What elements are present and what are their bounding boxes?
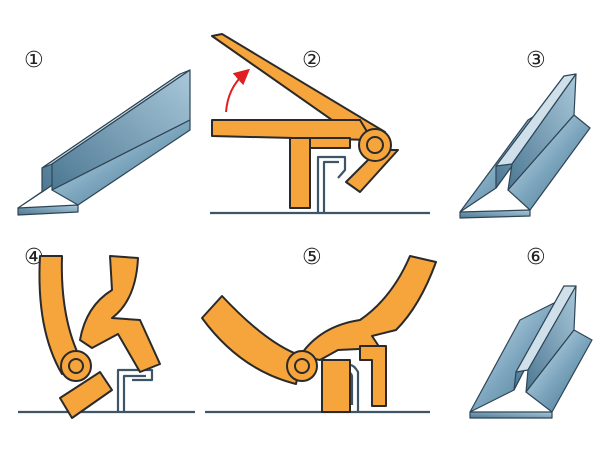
step-2-seamer-open	[210, 33, 430, 215]
step-1-label: ①	[24, 48, 44, 73]
step-1-panel-seam	[17, 69, 191, 216]
step-5-label: ⑤	[302, 245, 322, 270]
step-2-label: ②	[302, 48, 322, 73]
step-6-label: ⑥	[526, 245, 546, 270]
step-3-label: ③	[526, 48, 546, 73]
step-6-finished-seam	[469, 285, 593, 419]
step-5-seamer-folding	[201, 255, 437, 414]
step-4-seamer-closing	[18, 255, 195, 419]
step-3-panel-seam	[459, 73, 591, 219]
rotation-arrow-icon	[225, 68, 251, 113]
